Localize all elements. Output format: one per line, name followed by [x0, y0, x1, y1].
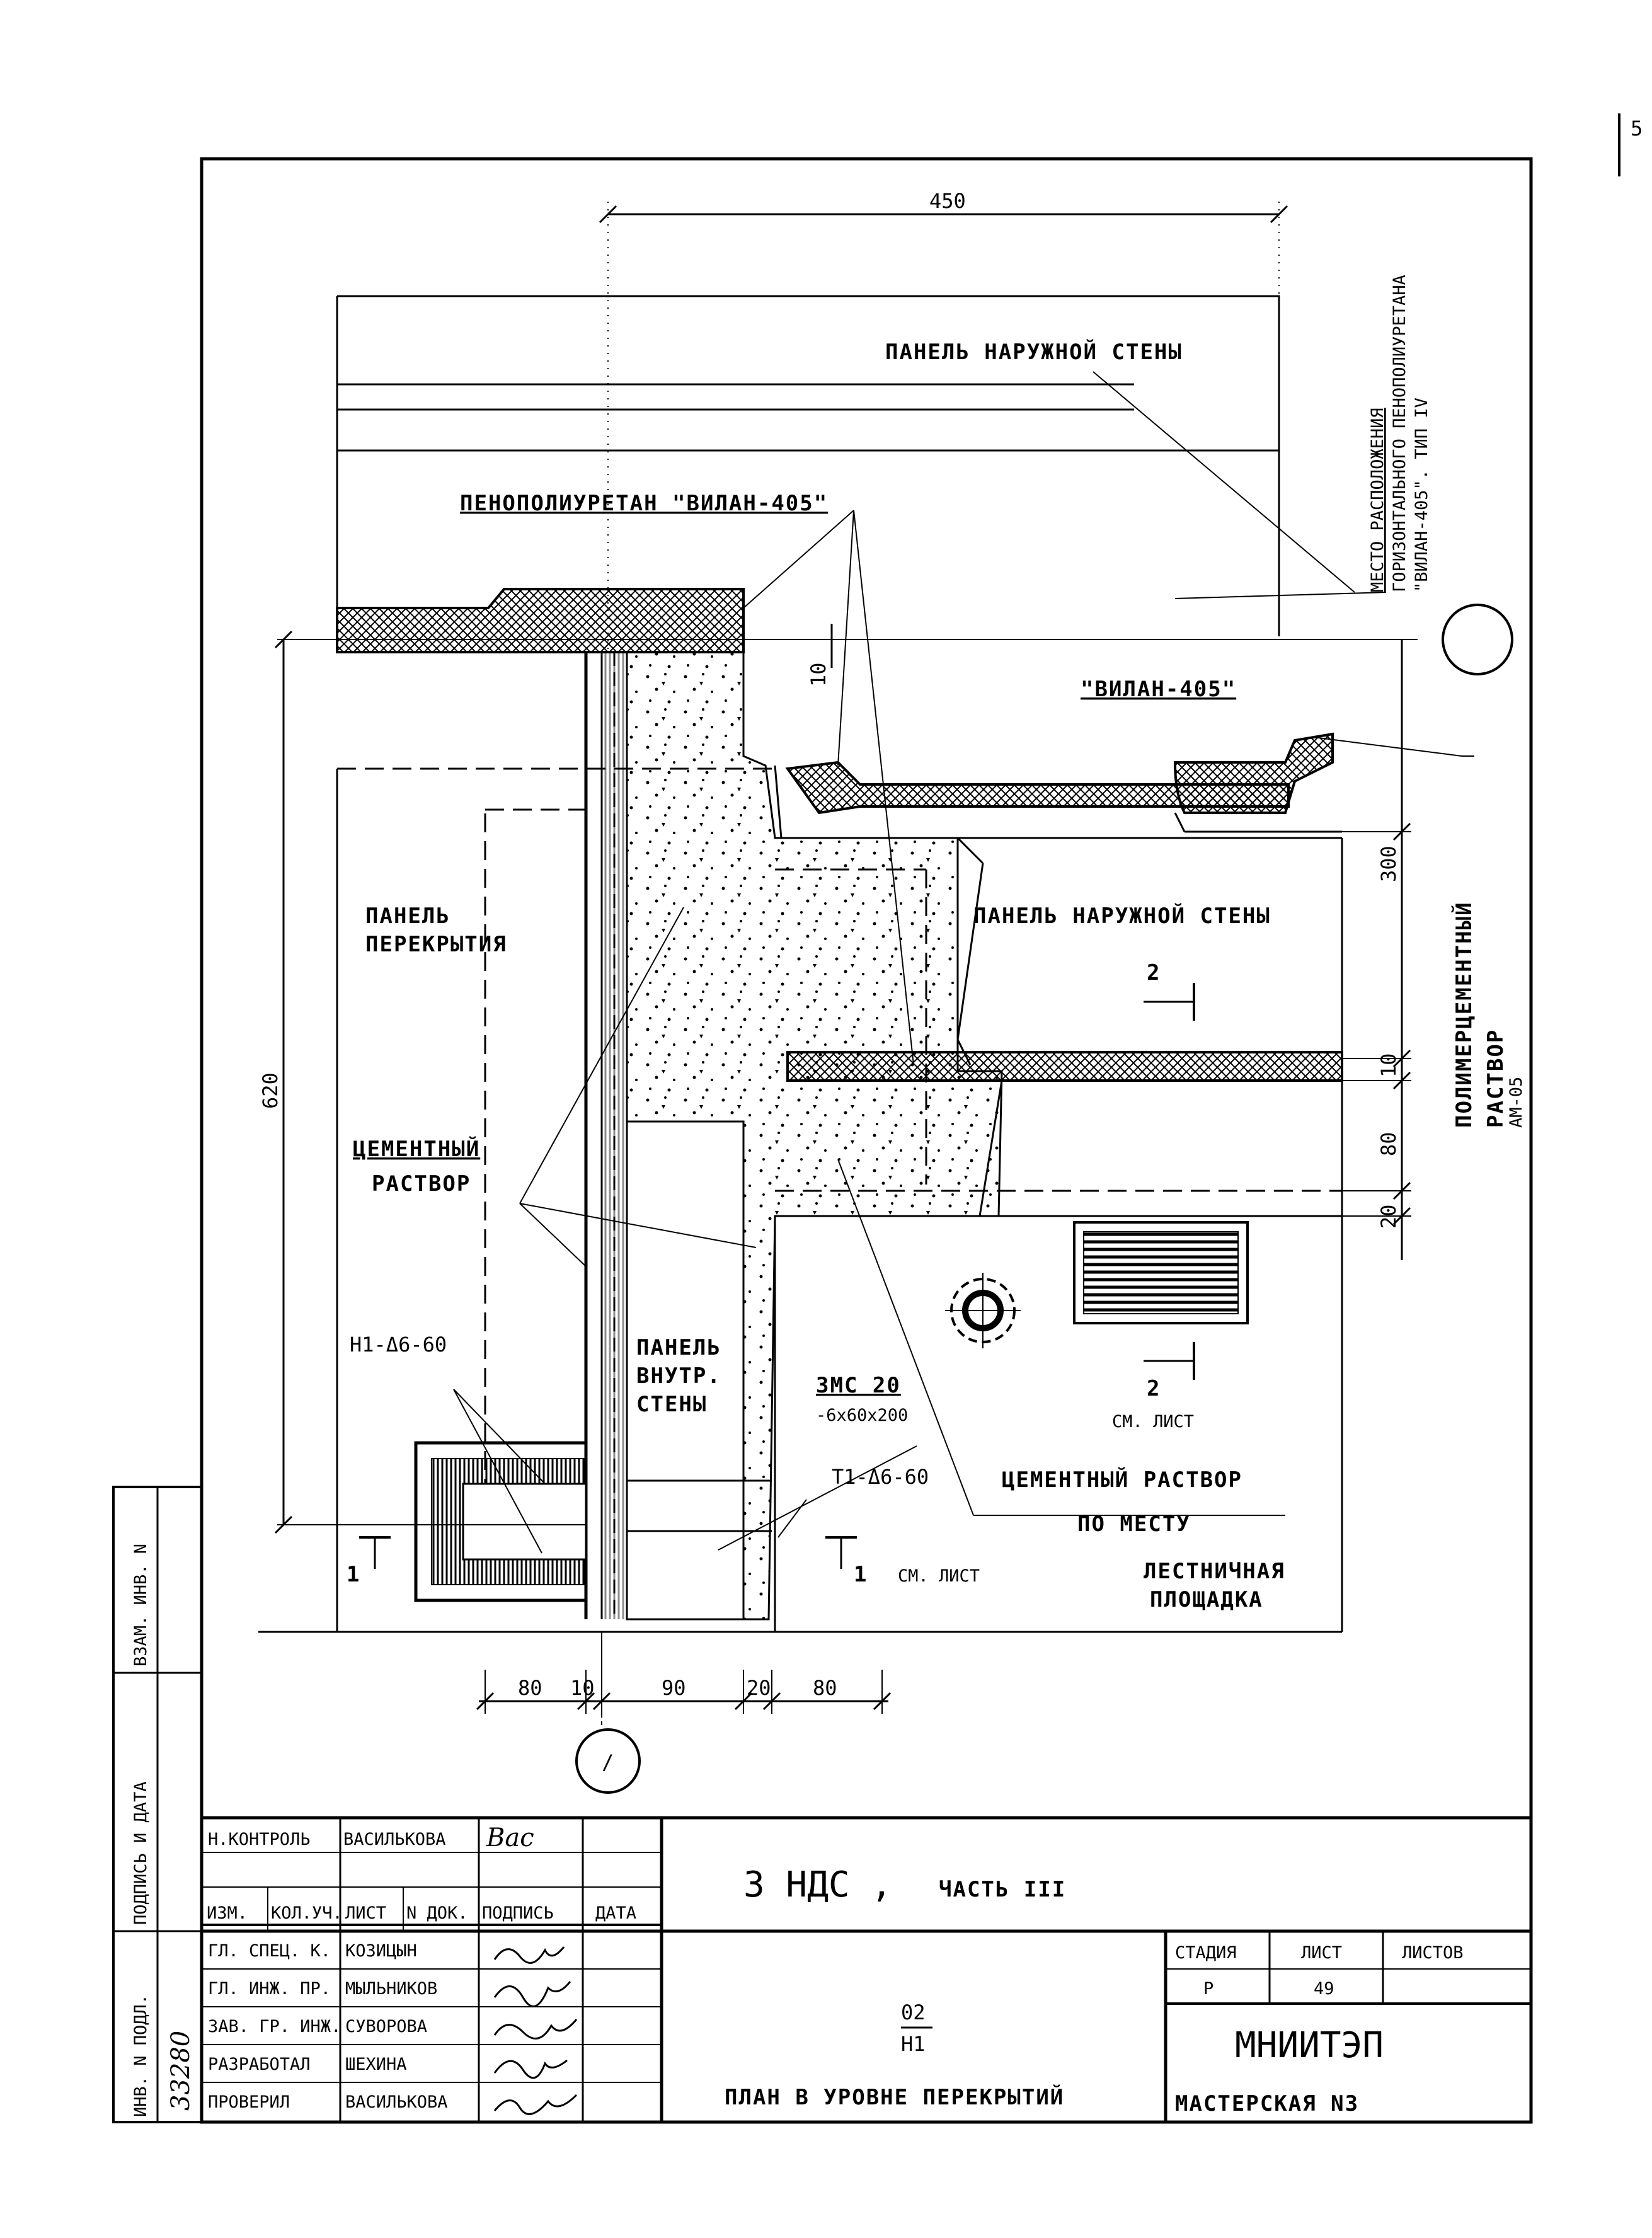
- section-1-right: 1: [854, 1562, 868, 1587]
- tb-name-5: ВАСИЛЬКОВА: [345, 2092, 448, 2112]
- tb-sheet: 49: [1314, 1979, 1334, 1999]
- section-1-left: 1: [347, 1562, 360, 1587]
- tb-sheet-title: ПЛАН В УРОВНЕ ПЕРЕКРЫТИЙ: [725, 2084, 1064, 2110]
- tb-role-1: ГЛ. СПЕЦ. К.: [208, 1941, 331, 1961]
- dim-450: 450: [929, 189, 966, 213]
- floor-plan-detail: [258, 202, 1513, 1794]
- dim-bottom-20: 20: [747, 1676, 771, 1700]
- stamp-vzam: ВЗАМ. ИНВ. N: [131, 1544, 151, 1667]
- label-insulation: ПЕНОПОЛИУРЕТАН "ВИЛАН-405": [460, 491, 828, 516]
- tb-signatures: [493, 1946, 578, 2115]
- tb-code-bottom: Н1: [901, 2032, 926, 2056]
- tb-role-2: ГЛ. ИНЖ. ПР.: [208, 1979, 331, 1999]
- page-corner-number: 5: [1631, 117, 1643, 141]
- label-cement-2: РАСТВОР: [372, 1171, 471, 1196]
- section-2-bottom: 2: [1147, 1376, 1161, 1401]
- label-floor-panel-1: ПАНЕЛЬ: [365, 904, 450, 929]
- title-block-text: 3 НДС , ЧАСТЬ III Н.КОНТРОЛЬ ВАСИЛЬКОВА …: [207, 1823, 1464, 2116]
- tb-name-4: ШЕХИНА: [345, 2055, 407, 2074]
- tb-col-podpis: ПОДПИСЬ: [482, 1903, 554, 1923]
- sheet-frame: [200, 157, 1533, 2124]
- label-t1: Т1-Δ6-60: [832, 1465, 929, 1489]
- drawing-labels: 450 ПАНЕЛЬ НАРУЖНОЙ СТЕНЫ ПЕНОПОЛИУРЕТАН…: [258, 189, 1526, 1774]
- dim-300: 300: [1377, 846, 1401, 882]
- dim-bottom-90: 90: [662, 1676, 686, 1700]
- stamp-inv-value: 33280: [166, 2031, 195, 2111]
- tb-nkontrol-signature: Вас: [486, 1823, 534, 1852]
- tb-nkontrol-name: ВАСИЛЬКОВА: [343, 1830, 446, 1849]
- tb-project: 3 НДС ,: [743, 1864, 892, 1905]
- label-see-sheet-1: СМ. ЛИСТ: [1112, 1412, 1194, 1432]
- tb-col-izm: ИЗМ.: [207, 1903, 248, 1923]
- tb-stage-label: СТАДИЯ: [1175, 1943, 1237, 1963]
- tb-role-5: ПРОВЕРИЛ: [208, 2092, 290, 2112]
- label-inner-panel-2: ВНУТР.: [636, 1363, 721, 1389]
- title-block: [202, 1816, 1531, 2122]
- label-location-1: МЕСТО РАСПОЛОЖЕНИЯ: [1368, 408, 1387, 592]
- tb-name-3: СУВОРОВА: [345, 2017, 427, 2036]
- label-floor-panel-2: ПЕРЕКРЫТИЯ: [365, 932, 507, 957]
- label-cement-1: ЦЕМЕНТНЫЙ: [353, 1136, 480, 1162]
- tb-col-list: ЛИСТ: [345, 1903, 386, 1923]
- tb-sheets-label: ЛИСТОВ: [1402, 1943, 1464, 1963]
- label-inner-panel-3: СТЕНЫ: [636, 1392, 707, 1417]
- dim-80-right: 80: [1377, 1132, 1401, 1156]
- dim-bottom-80b: 80: [813, 1676, 837, 1700]
- label-landing-1: ЛЕСТНИЧНАЯ: [1144, 1559, 1285, 1584]
- label-zms-1: ЗМС 20: [816, 1373, 901, 1398]
- tb-col-kol: КОЛ.УЧ.: [271, 1903, 343, 1923]
- tb-role-4: РАЗРАБОТАЛ: [208, 2055, 311, 2074]
- label-inner-panel-1: ПАНЕЛЬ: [636, 1335, 721, 1360]
- tb-sheet-label: ЛИСТ: [1301, 1943, 1342, 1963]
- label-cement-place-1: ЦЕМЕНТНЫЙ РАСТВОР: [1002, 1467, 1242, 1493]
- label-polymer-1: ПОЛИМЕРЦЕМЕНТНЫЙ: [1451, 901, 1477, 1128]
- label-zms-2: -6х60х200: [816, 1406, 908, 1425]
- dim-bottom-10: 10: [570, 1676, 595, 1700]
- section-2-top: 2: [1147, 960, 1161, 985]
- dim-bottom-80a: 80: [518, 1676, 542, 1700]
- label-h1: Н1-Δ6-60: [350, 1333, 447, 1357]
- stamp-inv: ИНВ. N ПОДЛ.: [131, 1994, 151, 2117]
- label-location-2: ГОРИЗОНТАЛЬНОГО ПЕНОПОЛИУРЕТАНА: [1390, 275, 1409, 592]
- tb-name-2: МЫЛЬНИКОВ: [345, 1979, 437, 1999]
- label-cement-place-2: ПО МЕСТУ: [1077, 1512, 1191, 1537]
- tb-col-data: ДАТА: [595, 1903, 636, 1923]
- tb-col-ndok: N ДОК.: [406, 1903, 468, 1923]
- dim-20-right: 20: [1377, 1204, 1401, 1229]
- label-landing-2: ПЛОЩАДКА: [1150, 1587, 1263, 1612]
- label-outer-panel-mid: ПАНЕЛЬ НАРУЖНОЙ СТЕНЫ: [973, 903, 1271, 929]
- label-outer-panel-top: ПАНЕЛЬ НАРУЖНОЙ СТЕНЫ: [885, 339, 1183, 365]
- tb-nkontrol: Н.КОНТРОЛЬ: [208, 1830, 311, 1849]
- dim-10-right: 10: [1377, 1053, 1401, 1077]
- dim-10-top: 10: [806, 662, 830, 687]
- tb-workshop: МАСТЕРСКАЯ N3: [1175, 2091, 1359, 2116]
- tb-stage: Р: [1203, 1979, 1213, 1999]
- tb-code-top: 02: [901, 2000, 926, 2024]
- stamp-podpis: ПОДПИСЬ И ДАТА: [131, 1781, 151, 1925]
- dim-620: 620: [258, 1072, 282, 1109]
- axis-mark-bottom: /: [602, 1750, 614, 1774]
- label-vilan: "ВИЛАН-405": [1081, 677, 1236, 702]
- label-polymer-2: РАСТВОР: [1483, 1029, 1508, 1128]
- label-see-sheet-2: СМ. ЛИСТ: [898, 1566, 980, 1586]
- tb-name-1: КОЗИЦЫН: [345, 1941, 417, 1961]
- label-location-3: "ВИЛАН-405". ТИП IV: [1412, 398, 1431, 592]
- tb-org: МНИИТЭП: [1235, 2025, 1384, 2066]
- tb-part: ЧАСТЬ III: [939, 1877, 1066, 1902]
- tb-role-3: ЗАВ. ГР. ИНЖ.: [208, 2017, 341, 2036]
- side-stamp: ВЗАМ. ИНВ. N ПОДПИСЬ И ДАТА ИНВ. N ПОДЛ.…: [112, 1486, 203, 2123]
- label-polymer-3: АМ-05: [1506, 1077, 1526, 1128]
